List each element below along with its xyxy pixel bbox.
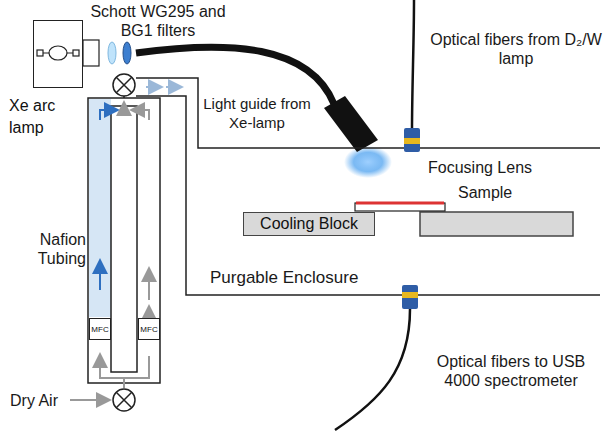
mfc-box: MFC [138,318,160,340]
sample-label: Sample [458,183,538,202]
filter [123,42,131,64]
cooling-block: Cooling Block [243,212,375,236]
lamp-housing: Xe arc lamp [33,20,83,88]
optical-fiber [335,309,410,430]
optical-fiber [412,0,414,130]
fiber-label: Optical fibers to USB 4000 spectrometer [419,352,603,390]
collection-lens [402,285,418,309]
nafion-drier [88,96,160,388]
inlet-label: Dry Air [10,391,70,410]
light-guide-label: Light guide from Xe-lamp [203,94,311,132]
mfc-box: MFC [89,318,111,340]
cooling-block [420,212,573,236]
node-text: Cooling Block [260,215,358,233]
focusing-lens [404,128,420,152]
lamp-label: Xe arc lamp [9,95,71,139]
sample-film [356,202,444,205]
filter [108,42,116,64]
lamp-port [83,40,99,66]
tubing-label: Nafion Tubing [22,230,86,268]
valve [113,74,135,411]
flow-arrow [166,86,180,88]
enclosure-wall [136,78,600,295]
fiber-label: Optical fibers from D₂/W lamp [430,30,602,68]
lens-label: Focusing Lens [428,158,548,177]
node-text: MFC [140,325,157,334]
flow-arrow [146,86,160,88]
node-text: MFC [91,325,108,334]
filter-label: Schott WG295 and BG1 filters [78,2,238,40]
xe-lamp-bulb [37,46,79,60]
light-guide-head [324,96,378,152]
light-beam [344,146,392,178]
enclosure-label: Purgable Enclosure [210,268,390,287]
sample-plate [355,203,445,211]
